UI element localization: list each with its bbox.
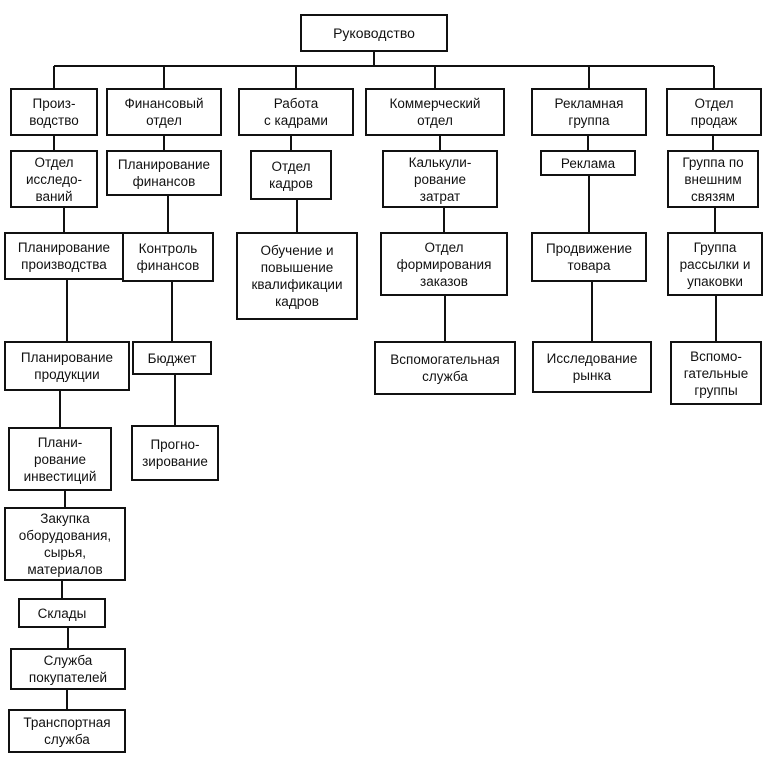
node-research-dept: Отдел исследо- ваний xyxy=(10,150,98,208)
node-root: Руководство xyxy=(300,14,448,52)
node-dept-commercial: Коммерческий отдел xyxy=(365,88,505,136)
node-production-planning: Планирование производства xyxy=(4,232,124,280)
node-dept-advertising: Рекламная группа xyxy=(531,88,647,136)
node-warehouses: Склады xyxy=(18,598,106,628)
node-investment-planning: Плани- рование инвестиций xyxy=(8,427,112,491)
node-order-formation: Отдел формирования заказов xyxy=(380,232,508,296)
node-product-promotion: Продвижение товара xyxy=(531,232,647,282)
node-product-planning: Планирование продукции xyxy=(4,341,130,391)
node-auxiliary-groups: Вспомо- гательные группы xyxy=(670,341,762,405)
node-budget: Бюджет xyxy=(132,341,212,375)
node-financial-control: Контроль финансов xyxy=(122,232,214,282)
node-financial-planning: Планирование финансов xyxy=(106,150,222,196)
node-procurement: Закупка оборудования, сырья, материалов xyxy=(4,507,126,581)
node-customer-service: Служба покупателей xyxy=(10,648,126,690)
node-auxiliary-service: Вспомогательная служба xyxy=(374,341,516,395)
node-hr-dept: Отдел кадров xyxy=(250,150,332,200)
node-dept-finance: Финансовый отдел xyxy=(106,88,222,136)
node-dept-personnel: Работа с кадрами xyxy=(238,88,354,136)
node-external-relations: Группа по внешним связям xyxy=(667,150,759,208)
node-market-research: Исследование рынка xyxy=(532,341,652,393)
node-transport-service: Транспортная служба xyxy=(8,709,126,753)
node-advertising: Реклама xyxy=(540,150,636,176)
node-cost-calculation: Калькули- рование затрат xyxy=(382,150,498,208)
node-staff-training: Обучение и повышение квалификации кадров xyxy=(236,232,358,320)
node-dept-production: Произ- водство xyxy=(10,88,98,136)
node-forecasting: Прогно- зирование xyxy=(131,425,219,481)
node-dept-sales: Отдел продаж xyxy=(666,88,762,136)
node-mailing-packing: Группа рассылки и упаковки xyxy=(667,232,763,296)
